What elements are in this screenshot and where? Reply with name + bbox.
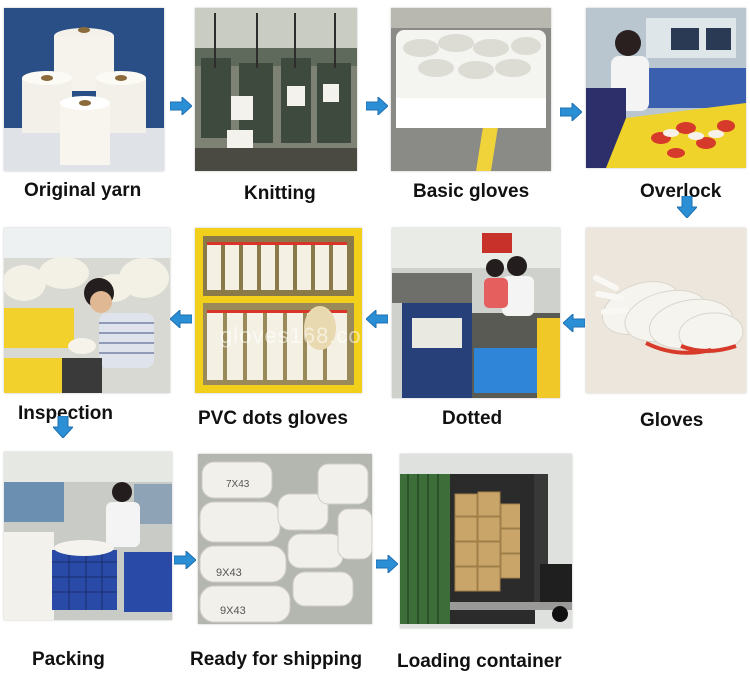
photo-overlock xyxy=(586,8,746,168)
knitting-machines-image xyxy=(195,8,357,171)
step-label-gloves: Gloves xyxy=(640,410,704,431)
packed-bags-image: 7X43 9X43 9X43 xyxy=(198,454,372,624)
bag-label-b: 9X43 xyxy=(216,567,242,579)
step-label-dotted: Dotted xyxy=(442,408,503,429)
arrow-right-icon xyxy=(560,103,582,121)
step-label-basic-gloves: Basic gloves xyxy=(413,181,530,202)
step-label-original-yarn: Original yarn xyxy=(24,180,142,201)
arrow-down-icon xyxy=(53,416,73,438)
pvc-dots-gloves-crates-image xyxy=(195,228,362,393)
arrow-left-icon xyxy=(563,314,585,332)
photo-original-yarn xyxy=(4,8,164,171)
step-label-overlock: Overlock xyxy=(640,181,722,202)
photo-ready-for-shipping: 7X43 9X43 9X43 xyxy=(198,454,372,624)
step-label-ready-for-shipping: Ready for shipping xyxy=(190,649,363,670)
photo-gloves xyxy=(586,228,746,393)
photo-loading-container xyxy=(400,454,572,628)
bag-label-c: 9X43 xyxy=(220,605,246,617)
step-label-pvc-dots-gloves: PVC dots gloves xyxy=(198,408,348,429)
arrow-right-icon xyxy=(174,551,196,569)
watermark-text: gloves168.com xyxy=(220,323,381,348)
photo-inspection xyxy=(4,228,170,393)
arrow-down-icon xyxy=(677,196,697,218)
container-loading-image xyxy=(400,454,572,628)
inspection-worker-image xyxy=(4,228,170,393)
step-label-packing: Packing xyxy=(32,649,105,670)
arrow-left-icon xyxy=(170,310,192,328)
photo-pvc-dots-gloves xyxy=(195,228,362,393)
step-label-inspection: Inspection xyxy=(18,403,114,424)
packing-worker-image xyxy=(4,452,172,620)
white-gloves-image xyxy=(586,228,746,393)
arrow-right-icon xyxy=(376,555,398,573)
photo-dotted xyxy=(392,228,560,398)
photo-basic-gloves xyxy=(391,8,551,171)
step-label-knitting: Knitting xyxy=(244,183,316,204)
yarn-cones-image xyxy=(4,8,164,171)
arrow-right-icon xyxy=(366,97,388,115)
bag-label-a: 7X43 xyxy=(226,479,250,490)
photo-packing xyxy=(4,452,172,620)
dotting-machine-workers-image xyxy=(392,228,560,398)
photo-knitting xyxy=(195,8,357,171)
step-label-loading-container: Loading container xyxy=(397,651,562,672)
arrow-right-icon xyxy=(170,97,192,115)
basic-gloves-bag-image xyxy=(391,8,551,171)
overlock-worker-image xyxy=(586,8,746,168)
arrow-left-icon xyxy=(366,310,388,328)
